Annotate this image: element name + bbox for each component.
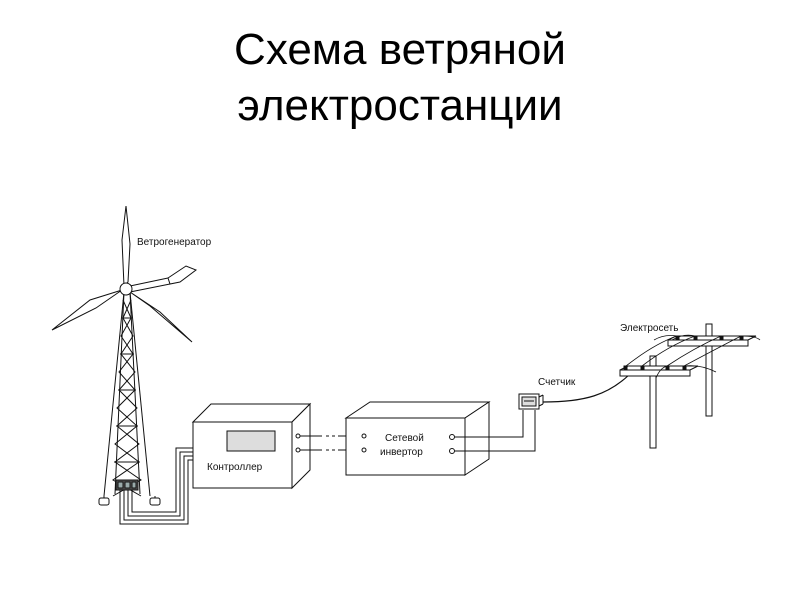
controller-box [191,402,312,490]
lattice-tower [103,291,151,497]
wind-turbine [51,205,198,506]
cable-meter-grid [542,373,631,403]
tower-foundations [98,496,161,506]
tower-base-box [115,479,139,491]
label-wind-generator: Ветрогенератор [137,237,212,248]
power-lines [625,334,761,379]
title-line-2: электростанции [237,81,563,130]
electricity-meter [518,393,544,410]
label-inverter-line2: инвертор [380,447,423,458]
power-grid [619,323,757,449]
label-power-grid: Электросеть [620,323,678,334]
turbine-blades [51,205,193,343]
label-controller: Контроллер [207,462,263,473]
inverter-box [344,401,491,476]
label-meter: Счетчик [538,377,576,388]
turbine-nacelle [119,265,198,296]
title-line-1: Схема ветряной [234,25,566,74]
cable-tower-controller [119,447,196,525]
label-inverter-line1: Сетевой [385,433,424,444]
controller-display [226,430,276,452]
slide-title: Схема ветряной электростанции [0,22,800,134]
cable-inverter-meter [455,410,536,452]
